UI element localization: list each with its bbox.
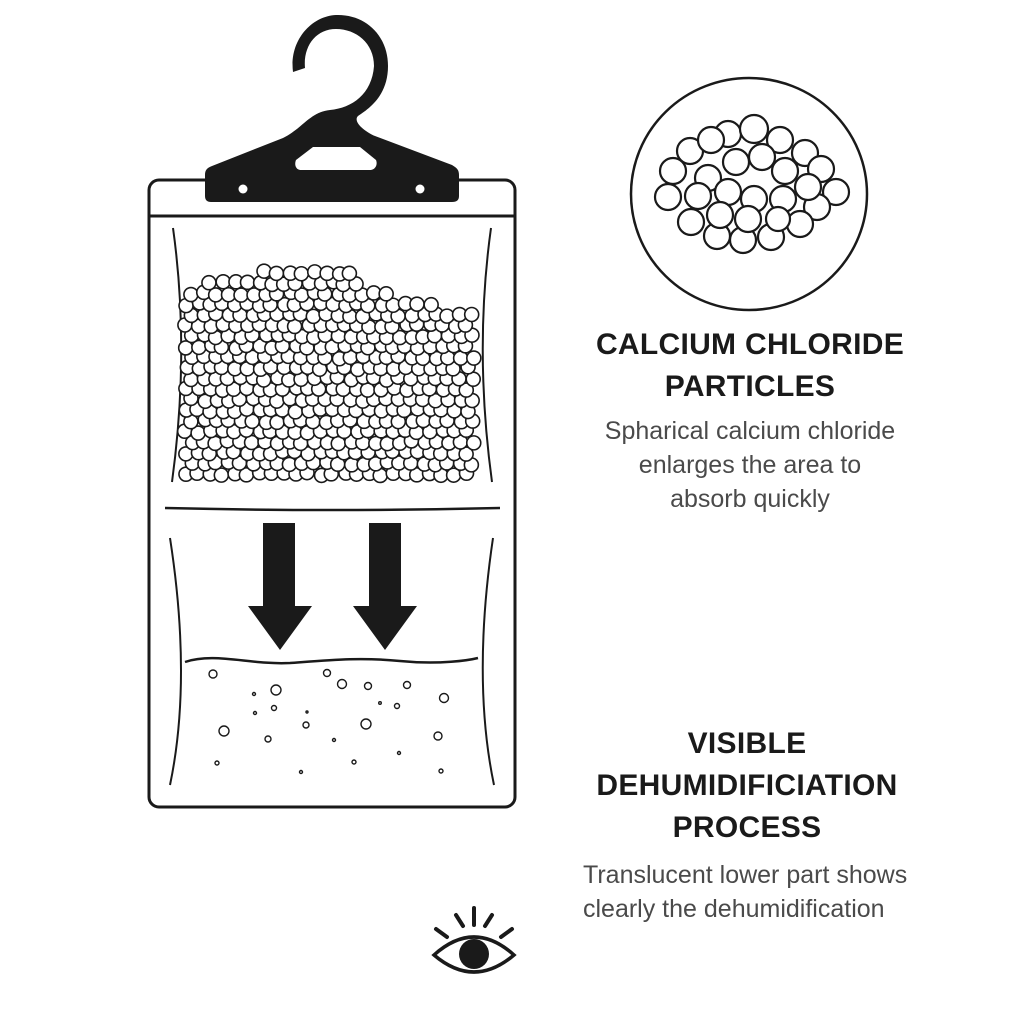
lower-right-curve — [481, 537, 495, 786]
upper-right-curve — [481, 227, 493, 483]
process-desc-line-2: clearly the dehumidification — [583, 895, 885, 923]
particles-heading: CALCIUM CHLORIDE PARTICLES — [560, 324, 940, 408]
dehumidifier-bag-illustration — [147, 14, 517, 809]
compartment-divider — [164, 506, 501, 512]
bag-svg — [147, 14, 517, 809]
hanger-hole-right — [415, 184, 425, 194]
process-heading: VISIBLE DEHUMIDIFICIATION PROCESS — [550, 723, 944, 849]
process-heading-line-3: PROCESS — [672, 811, 822, 844]
magnified-particles-icon — [628, 74, 872, 314]
process-description: Translucent lower part shows clearly the… — [583, 858, 1003, 926]
hanger-hole-left — [238, 184, 248, 194]
hanger-icon — [205, 14, 459, 202]
particles-heading-line-2: PARTICLES — [664, 370, 836, 403]
process-heading-line-2: DEHUMIDIFICIATION — [596, 769, 898, 802]
water-surface — [184, 656, 479, 665]
particles-desc-line-3: absorb quickly — [670, 485, 830, 513]
particles-desc-line-2: enlarges the area to — [638, 451, 862, 479]
down-arrow-icon — [353, 523, 417, 650]
down-arrow-icon — [248, 523, 312, 650]
eye-icon — [428, 903, 520, 979]
hanger-cutout — [295, 147, 377, 170]
process-heading-line-1: VISIBLE — [687, 727, 807, 760]
particles-desc-line-1: Spharical calcium chloride — [604, 417, 896, 445]
process-desc-line-1: Translucent lower part shows — [583, 861, 908, 889]
particles-description: Spharical calcium chloride enlarges the … — [560, 414, 940, 516]
calcium-chloride-particles — [176, 263, 482, 484]
particles-heading-line-1: CALCIUM CHLORIDE — [595, 328, 905, 361]
lower-left-curve — [169, 537, 182, 786]
water-bubbles — [208, 668, 450, 775]
